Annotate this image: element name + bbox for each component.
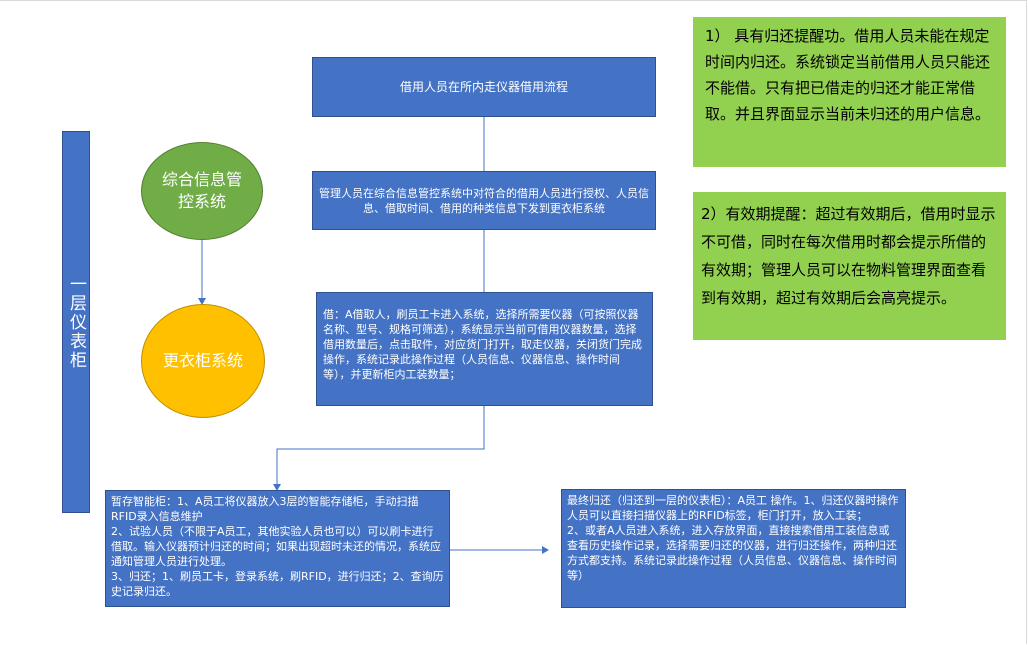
cabinet-label: 一层仪表柜 xyxy=(66,274,86,370)
borrow-text: 借：A借取人，刷员工卡进入系统，选择所需要仪器（可按照仪器名称、型号、规格可筛选… xyxy=(323,308,642,381)
authorize-text: 管理人员在综合信息管控系统中对符合的借用人员进行授权、人员信息、借取时间、借用的… xyxy=(319,186,649,215)
temp-storage-line-1: 暂存智能柜：1、A员工将仪器放入3层的智能存储柜，手动扫描RFID录入信息维护 xyxy=(111,495,419,523)
system-b-label: 更衣柜系统 xyxy=(162,351,243,370)
note-expiry: 2）有效期提醒：超过有效期后，借用时显示不可借，同时在每次借用时都会提示所借的有… xyxy=(693,192,1006,340)
temp-storage-line-3: 3、归还；1、刷员工卡，登录系统，刷RFID，进行归还；2、查询历史记录归还。 xyxy=(111,570,444,598)
system-a-circle: 综合信息管控系统 xyxy=(141,142,263,240)
authorize-box: 管理人员在综合信息管控系统中对符合的借用人员进行授权、人员信息、借取时间、借用的… xyxy=(312,171,656,230)
borrow-box: 借：A借取人，刷员工卡进入系统，选择所需要仪器（可按照仪器名称、型号、规格可筛选… xyxy=(316,292,653,406)
cabinet-label-bar: 一层仪表柜 xyxy=(62,131,90,513)
note-expiry-text: 2）有效期提醒：超过有效期后，借用时显示不可借，同时在每次借用时都会提示所借的有… xyxy=(701,205,996,307)
note-reminder-text: 1） 具有归还提醒功。借用人员未能在规定时间内归还。系统锁定当前借用人员只能还不… xyxy=(705,27,991,123)
final-return-line-1: 最终归还（归还到一层的仪表柜）：A员工 操作。1、归还仪器时操作人员可以直接扫描… xyxy=(567,494,899,522)
system-a-label: 综合信息管控系统 xyxy=(161,170,242,211)
temp-storage-line-2: 2、试验人员（不限于A员工，其他实验人员也可以）可以刷卡进行借取。输入仪器预计归… xyxy=(111,525,441,568)
final-return-line-2: 2、或者A人员进入系统，进入存放界面，直接搜索借用工装信息或查看历史操作记录，选… xyxy=(567,524,897,582)
flow-title-box: 借用人员在所内走仪器借用流程 xyxy=(312,57,656,117)
system-b-circle: 更衣柜系统 xyxy=(141,304,265,418)
connector-borrow-temp xyxy=(273,406,485,491)
final-return-box: 最终归还（归还到一层的仪表柜）：A员工 操作。1、归还仪器时操作人员可以直接扫描… xyxy=(561,489,906,608)
note-reminder: 1） 具有归还提醒功。借用人员未能在规定时间内归还。系统锁定当前借用人员只能还不… xyxy=(693,17,1006,167)
flow-title: 借用人员在所内走仪器借用流程 xyxy=(399,79,568,94)
temp-storage-box: 暂存智能柜：1、A员工将仪器放入3层的智能存储柜，手动扫描RFID录入信息维护 … xyxy=(105,490,450,607)
